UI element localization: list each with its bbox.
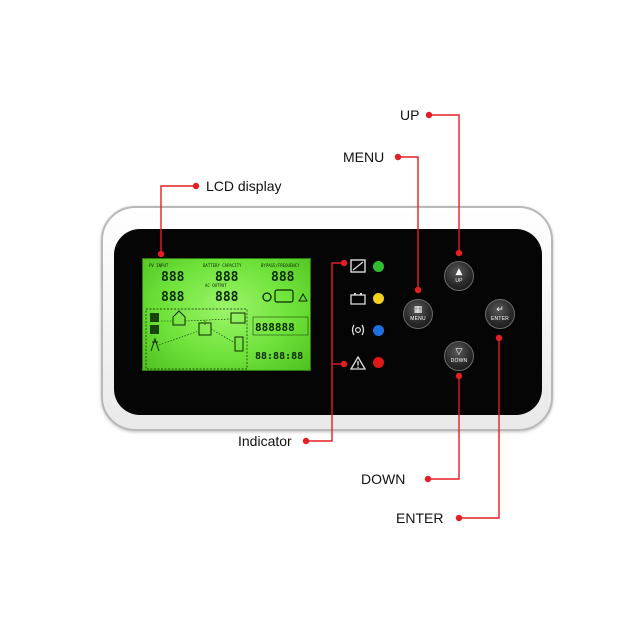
gear-icon [262, 292, 272, 302]
indicator-label: Indicator [238, 433, 292, 449]
warning-icon [350, 356, 366, 370]
house-icon [172, 310, 186, 326]
radio-signal-icon [351, 324, 365, 336]
pv-input-label: PV INPUT [149, 263, 169, 268]
grid-icon: ▦ [413, 305, 423, 315]
indicator-callout-dot [302, 437, 310, 445]
menu-callout-dot [394, 153, 402, 161]
load-icon [230, 312, 246, 324]
menu-button-caption: MENU [410, 316, 426, 322]
clock-digits: 88:88:88 [255, 351, 303, 362]
solar-panel-icon [150, 325, 159, 334]
setting-box-icon [274, 289, 294, 303]
up-button[interactable]: ▲ UP [444, 261, 474, 291]
blue-indicator-led [373, 325, 384, 336]
power-tower-icon [150, 337, 160, 352]
flow-lines [158, 318, 236, 346]
down-label: DOWN [361, 471, 406, 487]
bypass-digits: 888 [271, 270, 295, 285]
enter-button-caption: ENTER [491, 316, 509, 322]
solar-panel-icon [150, 313, 159, 322]
lcd-screen: PV INPUT BATTERY CAPACITY BYPASS/FREQUEN… [142, 258, 311, 371]
up-button-caption: UP [455, 278, 463, 284]
down-button-caption: DOWN [450, 358, 468, 364]
triangle-down-icon: ▽ [455, 347, 463, 357]
lcd-display-label: LCD display [206, 178, 282, 194]
up-callout-dot [425, 111, 433, 119]
down-callout-dot [424, 475, 432, 483]
lcd-callout-dot [192, 182, 200, 190]
red-indicator-led [373, 357, 384, 368]
green-indicator-led [373, 261, 384, 272]
enter-button[interactable]: ↵ ENTER [485, 299, 515, 329]
menu-button[interactable]: ▦ MENU [403, 299, 433, 329]
yellow-indicator-led [373, 293, 384, 304]
triangle-up-icon: ▲ [455, 267, 463, 277]
enter-callout-dot [455, 514, 463, 522]
battery-icon [350, 293, 366, 305]
battery-digits: 888 [215, 270, 239, 285]
ac-output-digits: 888 [215, 290, 239, 305]
battery-capacity-label: BATTERY CAPACITY [203, 263, 242, 268]
battery-level-icon [234, 336, 244, 352]
up-label: UP [400, 107, 420, 123]
energy-digits: 888888 [255, 321, 295, 334]
down-button[interactable]: ▽ DOWN [444, 341, 474, 371]
enter-label: ENTER [396, 510, 444, 526]
menu-label: MENU [343, 149, 385, 165]
input-power-digits: 888 [161, 290, 185, 305]
ac-output-label: AC OUTPUT [205, 283, 227, 288]
lcd-warning-icon [298, 292, 308, 302]
flow-diagram-frame [145, 308, 248, 370]
solar-charge-icon [350, 259, 366, 273]
pv-input-digits: 888 [161, 270, 185, 285]
bypass-frequency-label: BYPASS/FREQUENCY [261, 263, 300, 268]
return-arrow-icon: ↵ [496, 305, 504, 315]
